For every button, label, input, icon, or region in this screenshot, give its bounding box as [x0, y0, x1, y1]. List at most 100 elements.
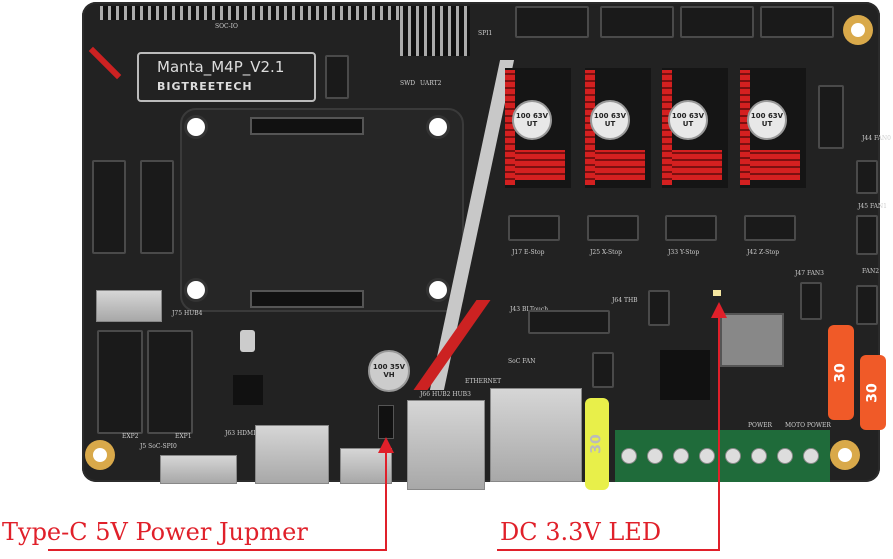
hole [187, 281, 205, 299]
fuse: 30 [585, 398, 609, 490]
driver-header [585, 70, 595, 185]
hub23-label: J66 HUB2 HUB3 [420, 391, 471, 398]
mounting-hole [85, 440, 115, 470]
spi-label: J5 SoC-SPI0 [140, 443, 177, 450]
fuse-rating: 30 [832, 362, 849, 383]
thb-connector [648, 290, 670, 326]
fuse: 30 [860, 355, 886, 430]
brand-logo: BIGTREETECH [157, 80, 253, 93]
power-terminal-block[interactable] [615, 430, 830, 482]
fan3-label: J47 FAN3 [795, 270, 824, 277]
soc-io-label: SOC-IO [215, 23, 238, 30]
driver-header [750, 150, 800, 180]
driver-header [595, 150, 645, 180]
motor-connector [600, 6, 674, 38]
endstop-connector [744, 215, 796, 241]
ethernet-label: ETHERNET [465, 378, 502, 385]
connector [818, 85, 844, 149]
exp2-connector [97, 330, 143, 434]
endstop-connector [587, 215, 639, 241]
annotation-underline [497, 549, 720, 551]
soc-fan-label: SoC FAN [508, 358, 536, 365]
dip-switch[interactable] [233, 375, 263, 405]
swd-label: SWD [400, 80, 416, 87]
hdmi-port[interactable] [255, 425, 329, 484]
spi-fpc-connector [160, 455, 237, 484]
motor-connector [515, 6, 589, 38]
bltouch-label: J43 BLTouch [510, 306, 548, 313]
fan1-connector [856, 215, 878, 255]
usb-hub-ports[interactable] [407, 400, 485, 490]
annotation-leader [385, 452, 387, 550]
uart2-label: UART2 [420, 80, 442, 87]
fan2-label: FAN2 [862, 268, 880, 275]
driver-capacitor: 100 63V UT [747, 100, 787, 140]
hole [429, 281, 447, 299]
usb-c-port[interactable] [340, 448, 392, 484]
fuse-rating: 30 [864, 382, 881, 403]
annotation-leader [718, 316, 720, 550]
compute-module-area [180, 108, 464, 312]
reset-button[interactable] [240, 330, 255, 352]
driver-capacitor: 100 63V UT [668, 100, 708, 140]
fan3-connector [800, 282, 822, 320]
driver-capacitor: 100 63V UT [512, 100, 552, 140]
inductor [720, 313, 784, 367]
debug-headers [400, 6, 470, 56]
power-label: POWER [748, 422, 773, 429]
fan0-label: J44 FAN0 [862, 135, 891, 142]
led-annotation: DC 3.3V LED [500, 518, 662, 546]
bltouch-connector [528, 310, 610, 334]
endstop-label: J25 X-Stop [590, 249, 623, 256]
hub4-label: J75 HUB4 [172, 310, 203, 317]
fan2-connector [856, 285, 878, 325]
driver-header [515, 150, 565, 180]
connector [325, 55, 349, 99]
driver-header [505, 70, 515, 185]
arrow-up-icon [378, 437, 394, 453]
chip [660, 350, 710, 400]
endstop-connector [508, 215, 560, 241]
fuse-rating: 30 [588, 434, 605, 454]
hdmi-label: J63 HDMI0 [225, 430, 260, 437]
dsi-connector [92, 160, 126, 254]
type-c-power-jumper[interactable] [378, 405, 394, 439]
endstop-connector [665, 215, 717, 241]
mounting-hole [830, 440, 860, 470]
fuse: 30 [828, 325, 854, 420]
arrow-up-icon [711, 302, 727, 318]
endstop-label: J33 Y-Stop [668, 249, 700, 256]
ethernet-port[interactable] [490, 388, 582, 482]
board-to-board-connector [250, 290, 364, 308]
soc-fan-connector [592, 352, 614, 388]
logo-plate: Manta_M4P_V2.1 BIGTREETECH [137, 52, 316, 102]
driver-header [662, 70, 672, 185]
exp2-label: EXP2 [122, 433, 139, 440]
hole [187, 118, 205, 136]
board-model: Manta_M4P_V2.1 [157, 58, 285, 76]
thb-label: J64 THB [612, 297, 638, 304]
hole [429, 118, 447, 136]
fan1-label: J45 FAN1 [858, 203, 887, 210]
driver-header [672, 150, 722, 180]
csi-connector [140, 160, 174, 254]
annotation-underline [48, 549, 387, 551]
fan0-connector [856, 160, 878, 194]
jumper-annotation: Type-C 5V Power Jupmer [2, 518, 308, 546]
motor-connector [680, 6, 754, 38]
board-to-board-connector [250, 117, 364, 135]
usb-a-port[interactable] [96, 290, 162, 322]
gpio-header [100, 6, 400, 20]
dc-3v3-led [713, 290, 721, 296]
spi1-label: SPI1 [478, 30, 493, 37]
exp1-connector [147, 330, 193, 434]
moto-power-label: MOTO POWER [785, 422, 831, 429]
motor-connector [760, 6, 834, 38]
endstop-label: J42 Z-Stop [747, 249, 780, 256]
endstop-label: J17 E-Stop [512, 249, 545, 256]
driver-header [740, 70, 750, 185]
capacitor-ct3: 100 35V VH [368, 350, 410, 392]
exp1-label: EXP1 [175, 433, 192, 440]
mounting-hole [843, 15, 873, 45]
driver-capacitor: 100 63V UT [590, 100, 630, 140]
